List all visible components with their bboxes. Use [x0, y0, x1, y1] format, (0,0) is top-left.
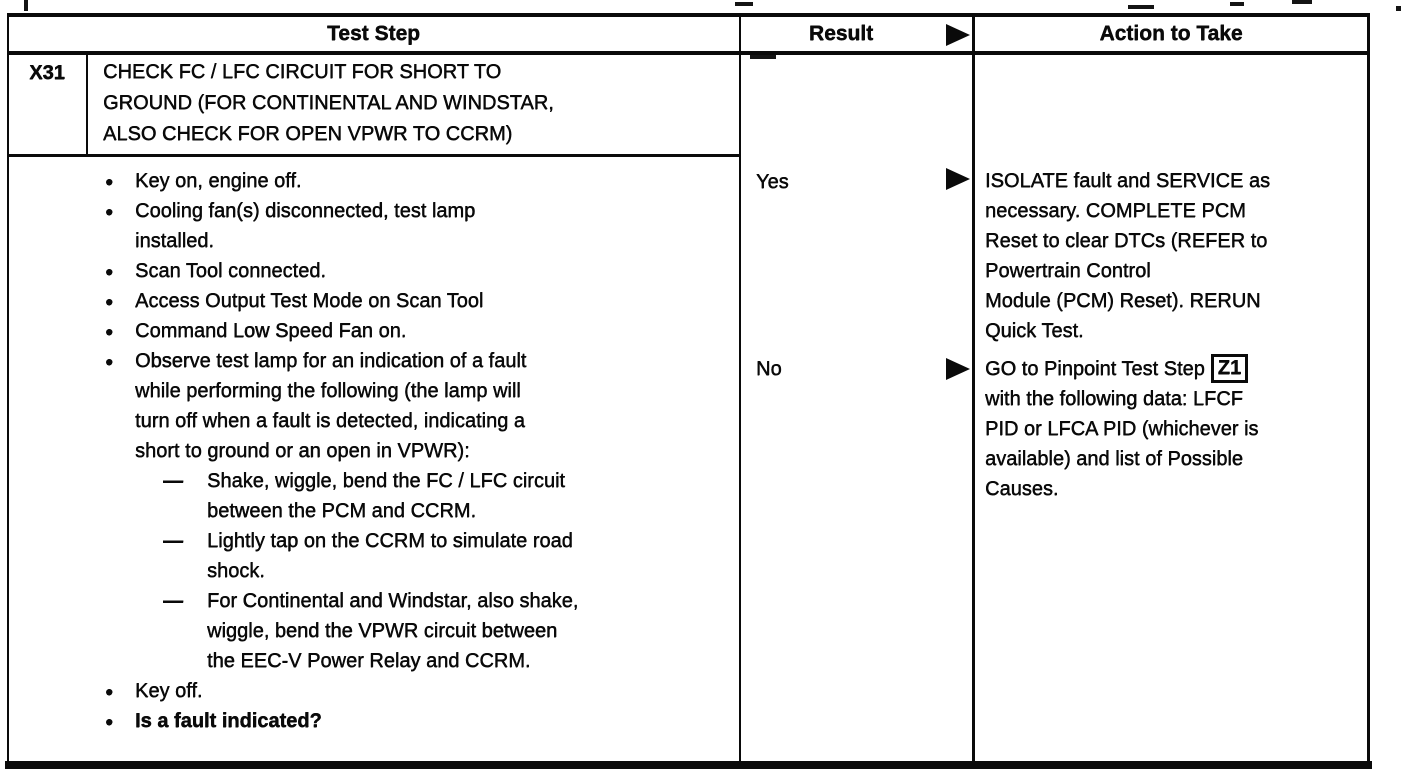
result-no-label: No — [756, 358, 782, 380]
pinpoint-step-ref: Z1 — [1210, 354, 1249, 383]
result-yes-label: Yes — [756, 171, 789, 193]
bullet-text: Access Output Test Mode on Scan Tool — [135, 290, 484, 312]
step-id-divider — [86, 51, 88, 157]
bullet-text: Key off. — [135, 680, 203, 702]
header-separator — [8, 51, 1370, 55]
bullet-text-question: Is a fault indicated? — [135, 710, 322, 732]
scan-speck — [1128, 5, 1154, 9]
bullet-text: Key on, engine off. — [135, 170, 302, 192]
action-no-prefix: GO to Pinpoint Test Step — [985, 358, 1205, 380]
step-title: CHECK FC / LFC CIRCUIT FOR SHORT TO GROU… — [103, 61, 554, 145]
column-header-action-to-take: Action to Take — [1099, 22, 1243, 45]
bullet-text: Scan Tool connected. — [135, 260, 326, 282]
scan-speck — [1230, 2, 1244, 6]
scan-speck — [735, 2, 753, 6]
dash-icon: — — [163, 530, 183, 552]
bullet-icon: ● — [105, 353, 114, 369]
column-header-test-step: Test Step — [327, 22, 420, 45]
result-header-arrow-icon — [946, 24, 970, 46]
action-no-rest: with the following data: LFCF PID or LFC… — [985, 388, 1259, 500]
bullet-text: Command Low Speed Fan on. — [135, 320, 407, 342]
list-item: ● Key off. — [105, 676, 730, 706]
dash-list-item: — Shake, wiggle, bend the FC / LFC circu… — [163, 466, 730, 526]
title-row-separator — [8, 154, 741, 157]
dash-item-text: Lightly tap on the CCRM to simulate road… — [207, 530, 573, 582]
dash-icon: — — [163, 590, 183, 612]
scan-speck — [1292, 0, 1312, 4]
step-id: X31 — [29, 62, 65, 84]
bullet-icon: ● — [105, 263, 114, 279]
bullet-icon: ● — [105, 173, 114, 189]
bullet-icon: ● — [105, 203, 114, 219]
table-border-left — [7, 13, 9, 769]
action-yes-text: ISOLATE fault and SERVICE as necessary. … — [985, 170, 1270, 342]
bullet-icon: ● — [105, 713, 114, 729]
result-no-arrow-icon — [946, 358, 970, 380]
procedure-list: ● Key on, engine off. ● Cooling fan(s) d… — [105, 166, 730, 736]
list-item: ● Command Low Speed Fan on. — [105, 316, 730, 346]
column-header-result: Result — [808, 22, 874, 45]
dash-item-text: Shake, wiggle, bend the FC / LFC circuit… — [207, 470, 565, 522]
dash-icon: — — [163, 470, 183, 492]
list-item: ● Key on, engine off. — [105, 166, 730, 196]
bullet-text: Observe test lamp for an indication of a… — [135, 350, 527, 462]
list-item: ● Access Output Test Mode on Scan Tool — [105, 286, 730, 316]
table-border-top — [8, 13, 1370, 17]
dash-item-text: For Continental and Windstar, also shake… — [207, 590, 579, 672]
list-item: ● Cooling fan(s) disconnected, test lamp… — [105, 196, 730, 256]
column-divider-action — [972, 13, 975, 761]
scan-speck — [750, 55, 776, 59]
table-border-right — [1367, 13, 1370, 765]
bullet-icon: ● — [105, 323, 114, 339]
column-divider-result — [739, 13, 741, 761]
dash-list-item: — For Continental and Windstar, also sha… — [163, 586, 730, 676]
list-item: ● Scan Tool connected. — [105, 256, 730, 286]
result-yes-arrow-icon — [946, 168, 970, 190]
table-border-bottom — [5, 761, 1372, 769]
bullet-icon: ● — [105, 683, 114, 699]
scan-speck — [1396, 6, 1401, 11]
bullet-icon: ● — [105, 293, 114, 309]
list-item: ● Is a fault indicated? — [105, 706, 730, 736]
bullet-text: Cooling fan(s) disconnected, test lamp i… — [135, 200, 476, 252]
list-item: ● Observe test lamp for an indication of… — [105, 346, 730, 466]
dash-list-item: — Lightly tap on the CCRM to simulate ro… — [163, 526, 730, 586]
scan-speck — [24, 0, 28, 11]
